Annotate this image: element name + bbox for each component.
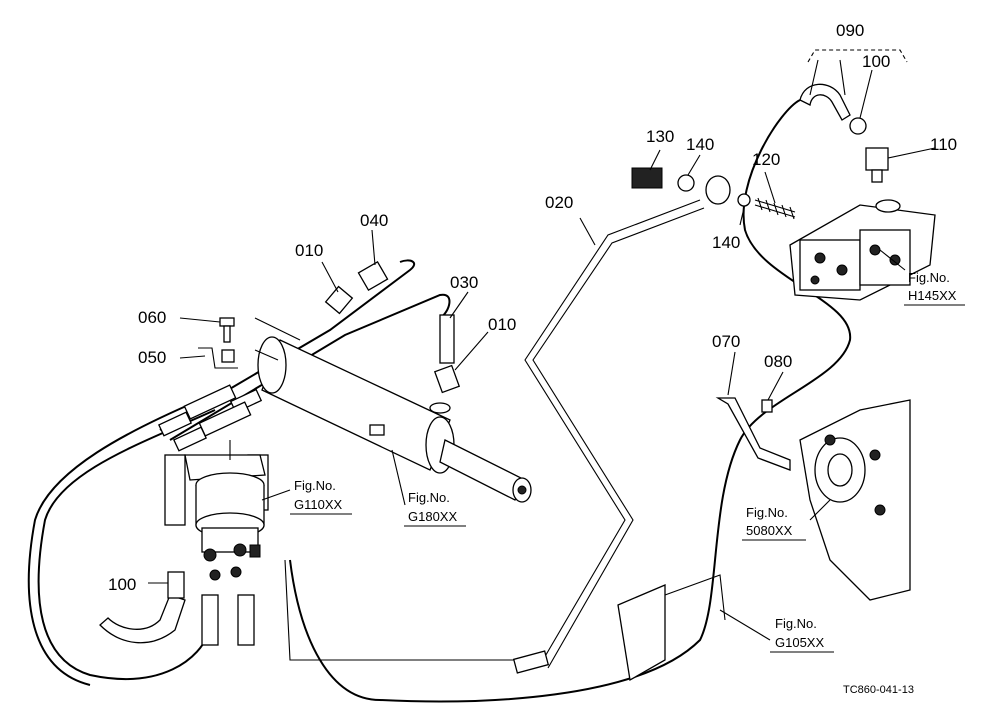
callout-010-upper: 010 — [295, 241, 323, 260]
svg-text:Fig.No.: Fig.No. — [746, 505, 788, 520]
hose-lines — [27, 99, 852, 703]
callout-100-bottom: 100 — [108, 575, 136, 594]
bracket-g105 — [617, 574, 726, 682]
callout-080: 080 — [764, 352, 792, 371]
fig-ref-h145: Fig.No. H145XX — [904, 270, 965, 306]
svg-text:Fig.No.: Fig.No. — [294, 478, 336, 493]
hydraulic-cylinder — [254, 317, 532, 503]
svg-text:5080XX: 5080XX — [746, 523, 793, 538]
pipe-end-fitting — [512, 650, 550, 674]
gear-pump — [164, 454, 269, 581]
callout-050: 050 — [138, 348, 166, 367]
callout-020: 020 — [545, 193, 573, 212]
fittings-upper — [324, 260, 461, 414]
svg-text:G110XX: G110XX — [294, 497, 343, 512]
callout-140-bottom: 140 — [712, 233, 740, 252]
callout-040: 040 — [360, 211, 388, 230]
svg-text:G105XX: G105XX — [775, 635, 824, 650]
callout-110: 110 — [930, 135, 957, 154]
fig-ref-g180: Fig.No. G180XX — [404, 490, 466, 527]
callout-060: 060 — [138, 308, 166, 327]
hose-joint — [158, 384, 263, 460]
fig-ref-5080: Fig.No. 5080XX — [742, 505, 806, 541]
control-valve — [789, 199, 936, 301]
callout-140-top: 140 — [686, 135, 714, 154]
callout-130: 130 — [646, 127, 674, 146]
fig-ref-g105: Fig.No. G105XX — [770, 616, 834, 653]
valve-elbow-hose — [799, 83, 889, 183]
callout-100-top: 100 — [862, 52, 890, 71]
callout-070: 070 — [712, 332, 740, 351]
valve-inlet-parts — [631, 167, 796, 220]
callout-labels: 090 100 110 130 140 120 140 020 040 010 … — [108, 21, 957, 594]
svg-text:G180XX: G180XX — [408, 509, 457, 524]
svg-text:Fig.No.: Fig.No. — [908, 270, 950, 285]
callout-010-lower: 010 — [488, 315, 516, 334]
figure-references: Fig.No. H145XX Fig.No. G110XX Fig.No. G1… — [290, 270, 965, 653]
bracket-070 — [715, 397, 791, 471]
bolt-and-clamp — [198, 317, 238, 369]
suction-hose — [99, 571, 255, 646]
drawing-code: TC860-041-13 — [843, 684, 914, 696]
leader-lines — [148, 49, 936, 641]
svg-text:H145XX: H145XX — [908, 288, 957, 303]
fig-ref-g110: Fig.No. G110XX — [290, 478, 352, 515]
callout-120: 120 — [752, 150, 780, 169]
callout-030: 030 — [450, 273, 478, 292]
svg-text:Fig.No.: Fig.No. — [775, 616, 817, 631]
callout-090: 090 — [836, 21, 864, 40]
engine-block — [799, 399, 911, 601]
svg-text:Fig.No.: Fig.No. — [408, 490, 450, 505]
